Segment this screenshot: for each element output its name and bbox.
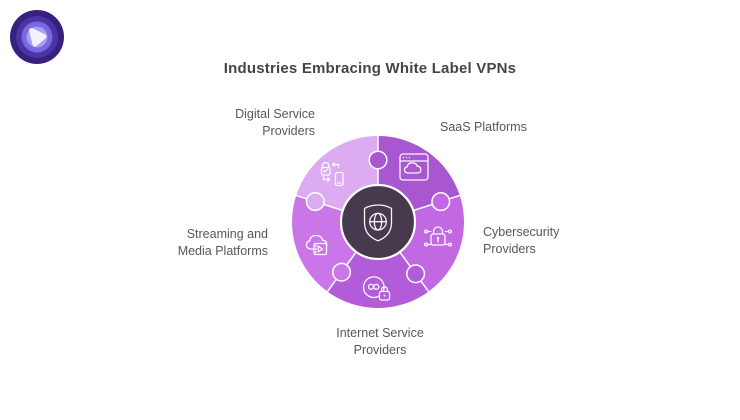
shield-globe-icon <box>363 204 393 242</box>
puzzle-tabs <box>305 150 451 284</box>
browser-cloud-icon <box>399 153 429 181</box>
purevpn-logo-icon <box>10 10 64 64</box>
logo-triangle <box>29 28 47 47</box>
label-line: Internet Service <box>336 326 424 340</box>
label-cybersecurity-providers: Cybersecurity Providers <box>483 224 559 257</box>
puzzle-tab-digital <box>305 192 325 212</box>
puzzle-tab-cybersecurity <box>431 192 451 212</box>
label-internet-service-providers: Internet Service Providers <box>336 325 424 358</box>
page-title: Industries Embracing White Label VPNs <box>223 60 517 77</box>
label-line: Streaming and <box>186 227 268 241</box>
segment-internet-service-providers <box>327 222 429 308</box>
label-digital-service-providers: Digital Service Providers <box>235 106 315 139</box>
label-line: Providers <box>483 241 536 256</box>
circuit-lock-icon <box>423 226 453 247</box>
label-line: Providers <box>262 123 315 138</box>
globe-infinity-lock-icon <box>362 276 391 301</box>
label-saas-platforms: SaaS Platforms <box>440 119 527 136</box>
label-line: Media Platforms <box>177 243 268 258</box>
puzzle-tab-saas <box>368 150 388 170</box>
label-line: SaaS Platforms <box>440 120 527 134</box>
device-sync-lock-icon <box>320 161 344 187</box>
puzzle-tab-streaming <box>332 262 352 282</box>
cloud-video-icon <box>305 234 328 256</box>
label-line: Cybersecurity <box>483 225 560 239</box>
label-streaming-media-platforms: Streaming and Media Platforms <box>178 226 268 259</box>
label-line: Digital Service <box>235 107 315 121</box>
label-line: Providers <box>353 342 407 357</box>
puzzle-tab-isp <box>406 264 426 284</box>
industries-puzzle-wheel <box>292 136 464 308</box>
